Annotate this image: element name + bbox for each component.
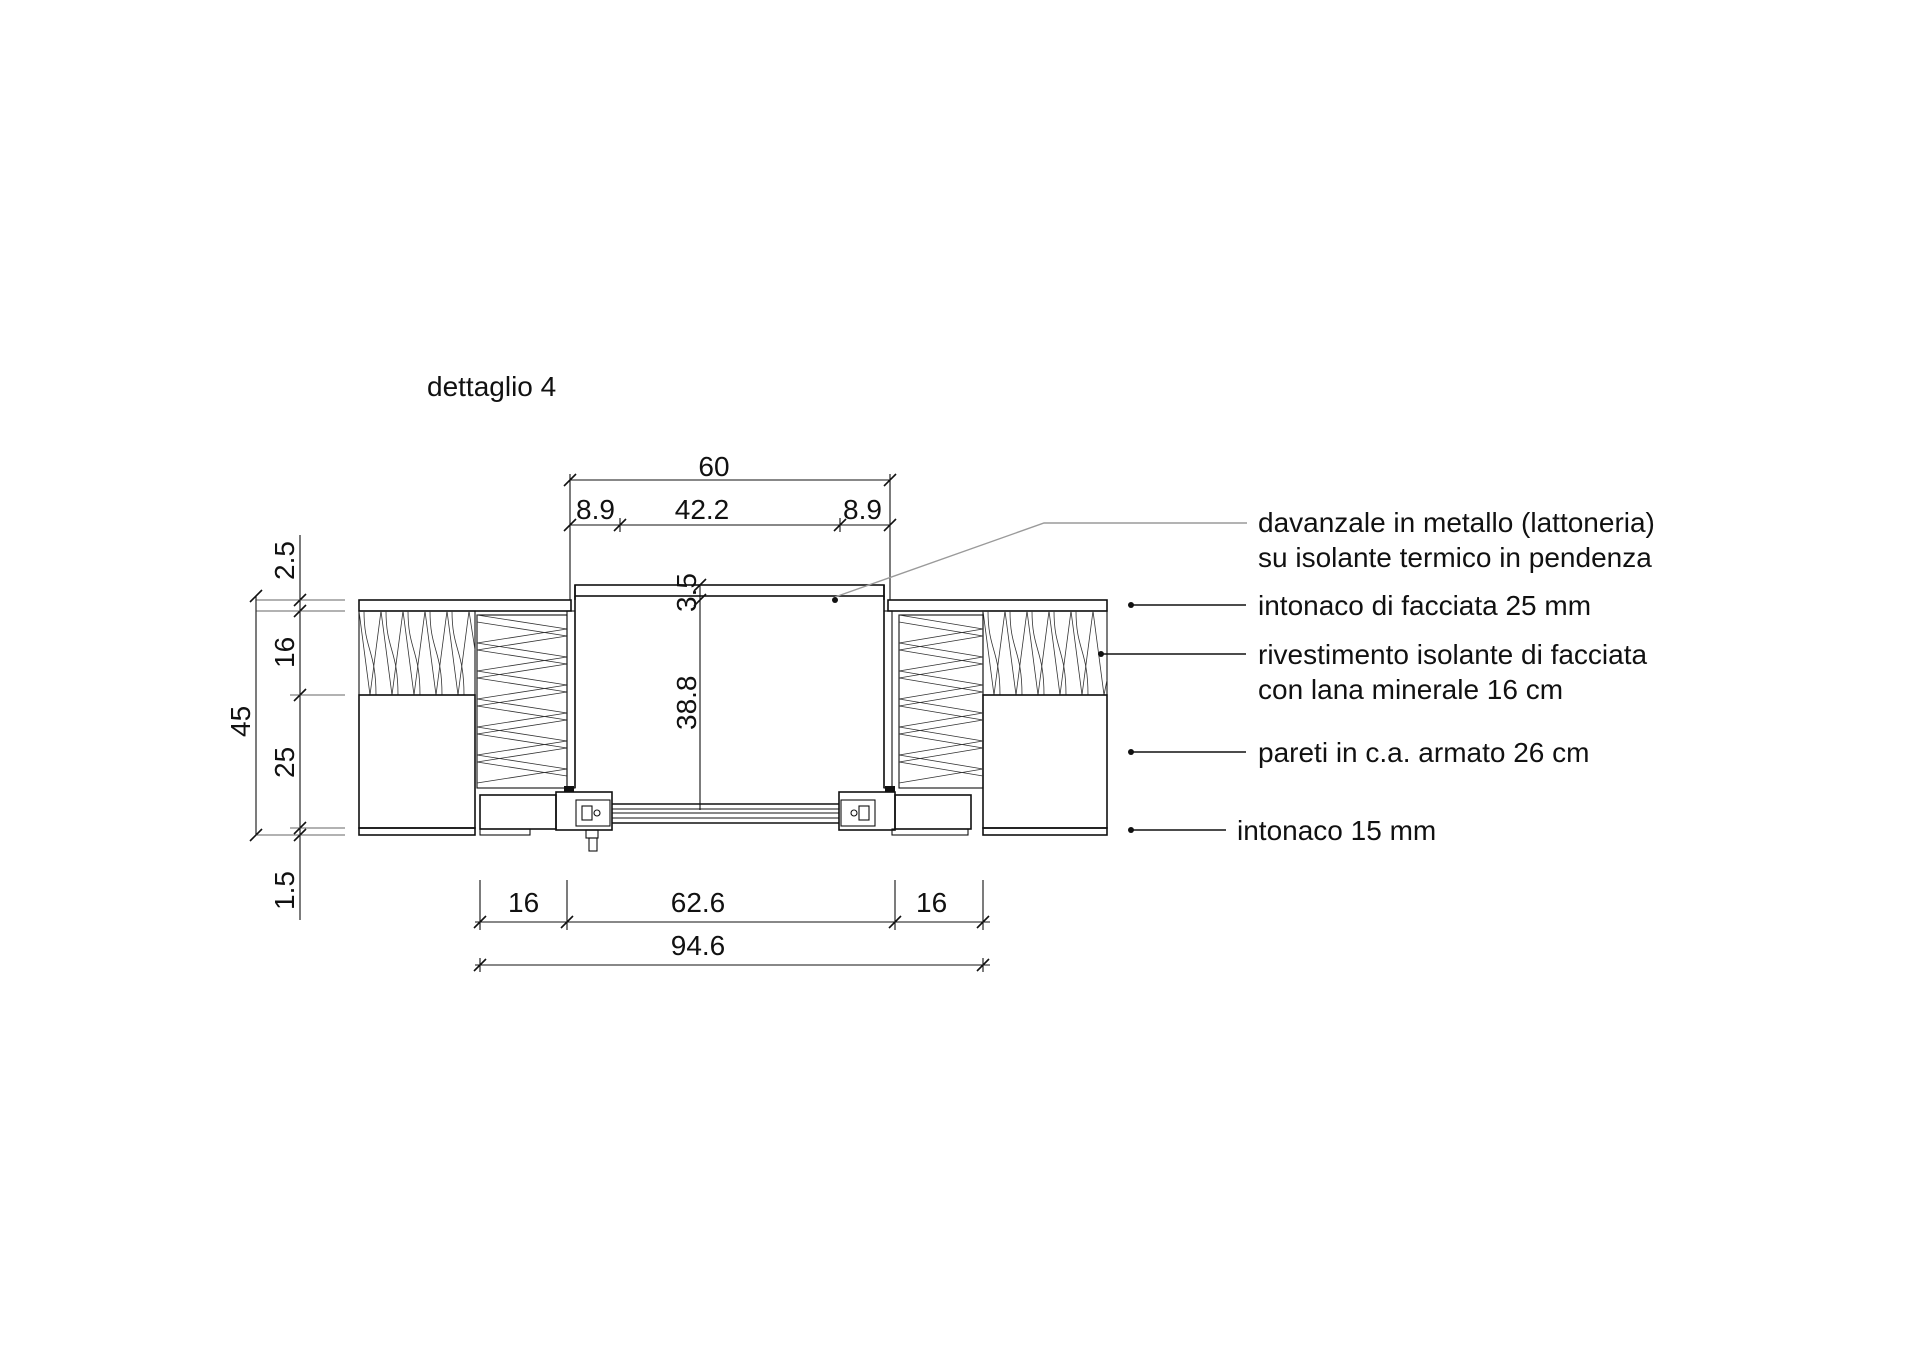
timber-lining-left [479, 794, 557, 830]
dim-left-insulation: 16 [269, 637, 300, 668]
inner-plaster-right [982, 827, 1108, 836]
window-frame-right [838, 786, 896, 831]
label-insulation-line1: rivestimento isolante di facciata [1258, 639, 1648, 670]
detail-title: dettaglio 4 [427, 371, 556, 402]
glazing-unit [612, 803, 839, 824]
reveal-insulation-right [898, 614, 984, 789]
dim-sill-thickness: 3.5 [671, 573, 702, 612]
label-sill-line1: davanzale in metallo (lattoneria) [1258, 507, 1655, 538]
dim-top-right: 8.9 [843, 494, 882, 525]
label-insulation-line2: con lana minerale 16 cm [1258, 674, 1563, 705]
reveal-insulation-left [476, 614, 568, 789]
timber-lining-right [894, 794, 972, 830]
dim-bottom-overall: 94.6 [671, 930, 726, 961]
dim-left-concrete: 25 [269, 747, 300, 778]
label-sill-line2: su isolante termico in pendenza [1258, 542, 1652, 573]
dim-top-middle: 42.2 [675, 494, 730, 525]
dim-bottom-middle: 62.6 [671, 887, 726, 918]
label-inner-plaster: intonaco 15 mm [1237, 815, 1436, 846]
wall-section [358, 584, 1108, 852]
dim-bottom-right: 16 [916, 887, 947, 918]
label-concrete-wall: pareti in c.a. armato 26 cm [1258, 737, 1589, 768]
dimension-lines [249, 473, 990, 972]
metal-sill [574, 584, 885, 597]
dim-opening-depth: 38.8 [671, 676, 702, 731]
inner-plaster-left [358, 827, 476, 836]
window-handle [585, 829, 599, 852]
inner-plaster-mid-left [479, 828, 531, 836]
dim-left-overall: 45 [225, 706, 256, 737]
leaders [832, 522, 1247, 833]
dim-top-overall: 60 [698, 451, 729, 482]
window-opening [574, 596, 885, 788]
concrete-wall-left [358, 694, 476, 829]
outer-insulation-left [358, 610, 476, 696]
facade-plaster-left [358, 599, 572, 612]
outer-insulation-right [982, 610, 1108, 696]
label-facade-plaster: intonaco di facciata 25 mm [1258, 590, 1591, 621]
dim-left-plaster: 2.5 [269, 541, 300, 580]
dim-bottom-left: 16 [508, 887, 539, 918]
reveal-plaster-right [883, 610, 893, 789]
dim-top-left: 8.9 [576, 494, 615, 525]
reveal-plaster-left [566, 610, 576, 789]
concrete-wall-right [982, 694, 1108, 829]
dim-left-inner-plaster: 1.5 [269, 871, 300, 910]
window-frame-left [555, 786, 613, 831]
inner-plaster-mid-right [891, 828, 969, 836]
facade-plaster-right [887, 599, 1108, 612]
